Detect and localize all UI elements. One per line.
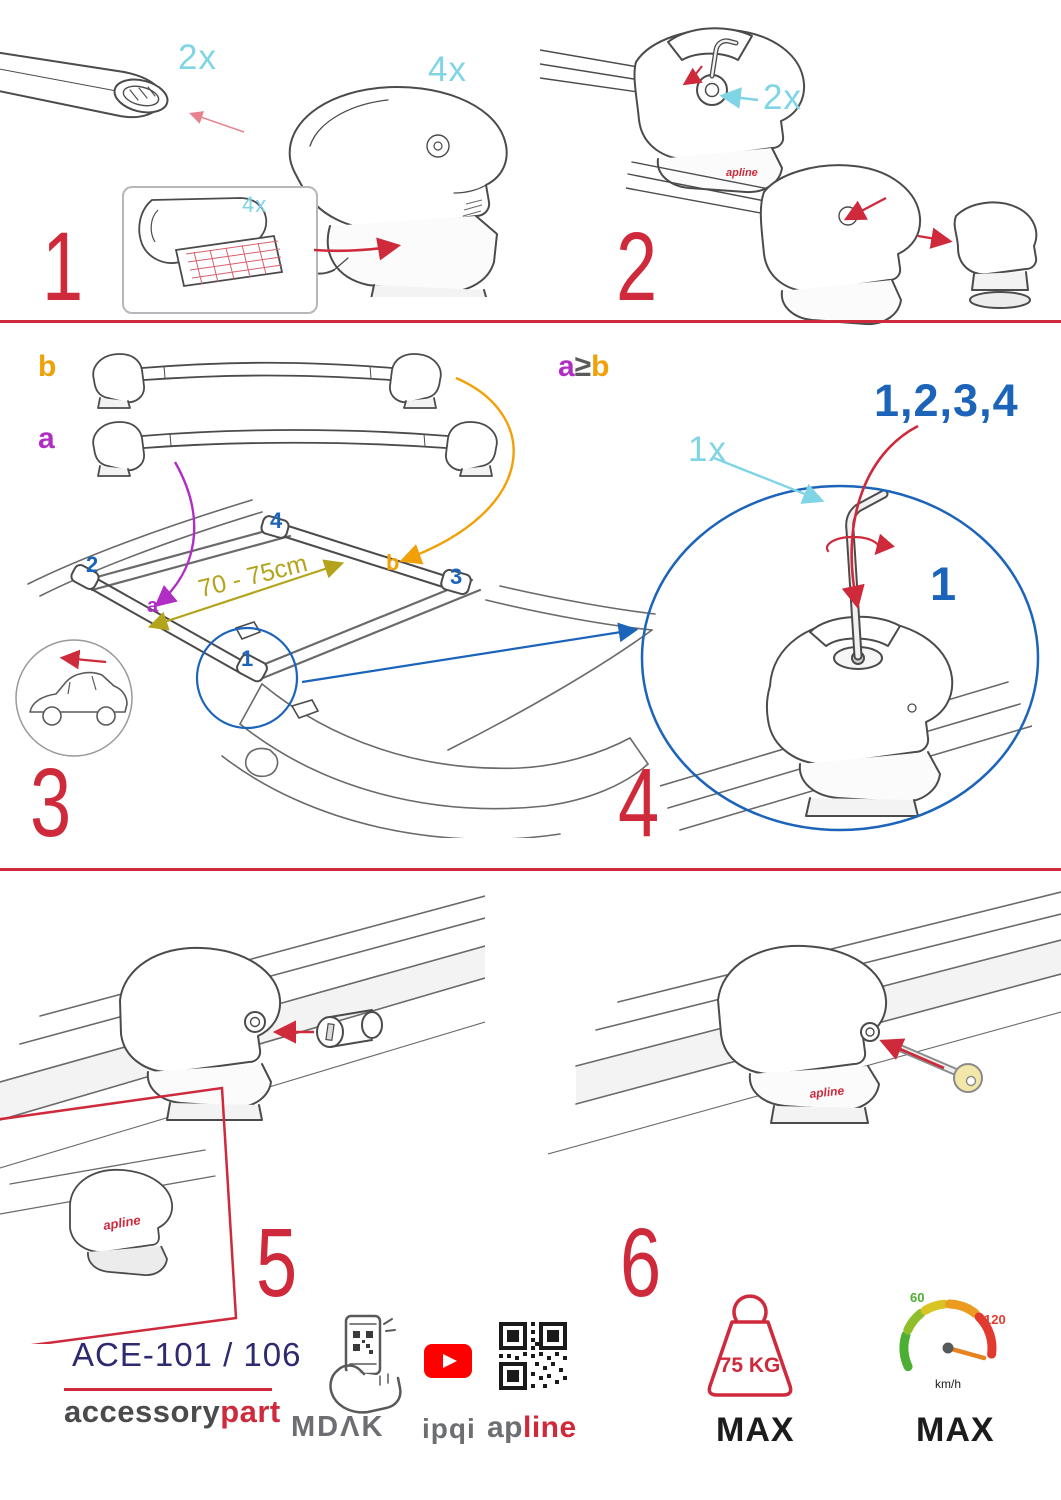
youtube-icon	[424, 1344, 472, 1378]
pad-qty-label: 4x	[242, 192, 268, 217]
apline-logo-text: apline	[809, 1083, 845, 1101]
tool-qty-label: 1x	[688, 430, 727, 469]
apline-logo-text: apline	[102, 1212, 141, 1233]
step-5-number: 5	[256, 1207, 298, 1317]
foot-qty-label: 4x	[428, 50, 467, 89]
brand-underline	[64, 1388, 272, 1391]
brand-logo: accessorypart	[64, 1396, 281, 1427]
bar-b-label: b	[38, 350, 57, 383]
max-speed-label: MAX	[916, 1411, 995, 1449]
speed-high-label: 120	[984, 1312, 1006, 1327]
qr-scan-hand-icon	[329, 1314, 402, 1414]
bar-foot-assembly-illustration	[626, 161, 1038, 326]
key-qty-label: 2x	[763, 78, 802, 117]
zoomed-foot-tightening-illustration	[660, 489, 1032, 831]
crossbar-illustration	[0, 51, 169, 119]
pad-inset-box: 4x	[122, 186, 318, 314]
position-3-label: 3	[450, 564, 463, 589]
crossbar-b-illustration	[92, 353, 442, 409]
foot-clamp-illustration	[288, 86, 508, 297]
brand-name: accessory	[64, 1394, 221, 1429]
qr-code-icon	[499, 1322, 567, 1390]
roof-b-label: b	[386, 550, 400, 575]
model-number: ACE-101 / 106	[72, 1336, 302, 1373]
position-1-label: 1	[241, 646, 254, 671]
apline-suffix: line	[523, 1411, 577, 1444]
apline-logo-text: apline	[726, 167, 758, 179]
zoom-source-circle	[195, 626, 299, 730]
speed-unit-label: km/h	[935, 1377, 961, 1391]
max-weight-value: 75 KG	[720, 1354, 781, 1377]
weight-limit-icon: 75 KG	[707, 1294, 793, 1397]
step-1-number: 1	[42, 211, 84, 321]
speed-low-label: 60	[910, 1290, 924, 1305]
length-rule: a≥b	[558, 352, 609, 382]
lock-cylinder-install-illustration: apline	[0, 895, 485, 1344]
step-4-number: 4	[618, 747, 660, 857]
position-2-label: 2	[86, 552, 99, 577]
rule-b: b	[591, 350, 610, 383]
bar-qty-label: 2x	[178, 38, 217, 77]
bar-a-label: a	[38, 422, 55, 455]
rule-operator: ≥	[574, 350, 592, 383]
brand-suffix: part	[220, 1394, 281, 1429]
key-lock-illustration: apline	[548, 891, 1061, 1155]
max-weight-label: MAX	[716, 1411, 795, 1449]
car-direction-inset	[15, 639, 133, 757]
step-2-number: 2	[616, 211, 658, 321]
first-bolt-label: 1	[930, 557, 957, 610]
partner-ipqi-logo: ipqi	[422, 1413, 476, 1444]
position-4-label: 4	[270, 508, 283, 533]
finished-look-inset-frame	[0, 1086, 238, 1344]
speedometer-icon: 60 120 km/h	[899, 1290, 1006, 1391]
step-6-number: 6	[620, 1207, 662, 1317]
step-3-number: 3	[30, 747, 72, 857]
tightening-order-label: 1,2,3,4	[874, 375, 1019, 426]
roof-a-label: a	[147, 595, 159, 617]
section-divider-2	[0, 868, 1061, 871]
section-divider-1	[0, 320, 1061, 323]
apline-prefix: ap	[487, 1411, 524, 1444]
partner-mdak-logo: MDΛK	[291, 1411, 385, 1443]
rule-a: a	[558, 350, 575, 383]
apline-footer-logo: apline	[487, 1413, 577, 1443]
rubber-pad-illustration	[138, 197, 284, 288]
crossbar-a-illustration	[92, 421, 498, 477]
